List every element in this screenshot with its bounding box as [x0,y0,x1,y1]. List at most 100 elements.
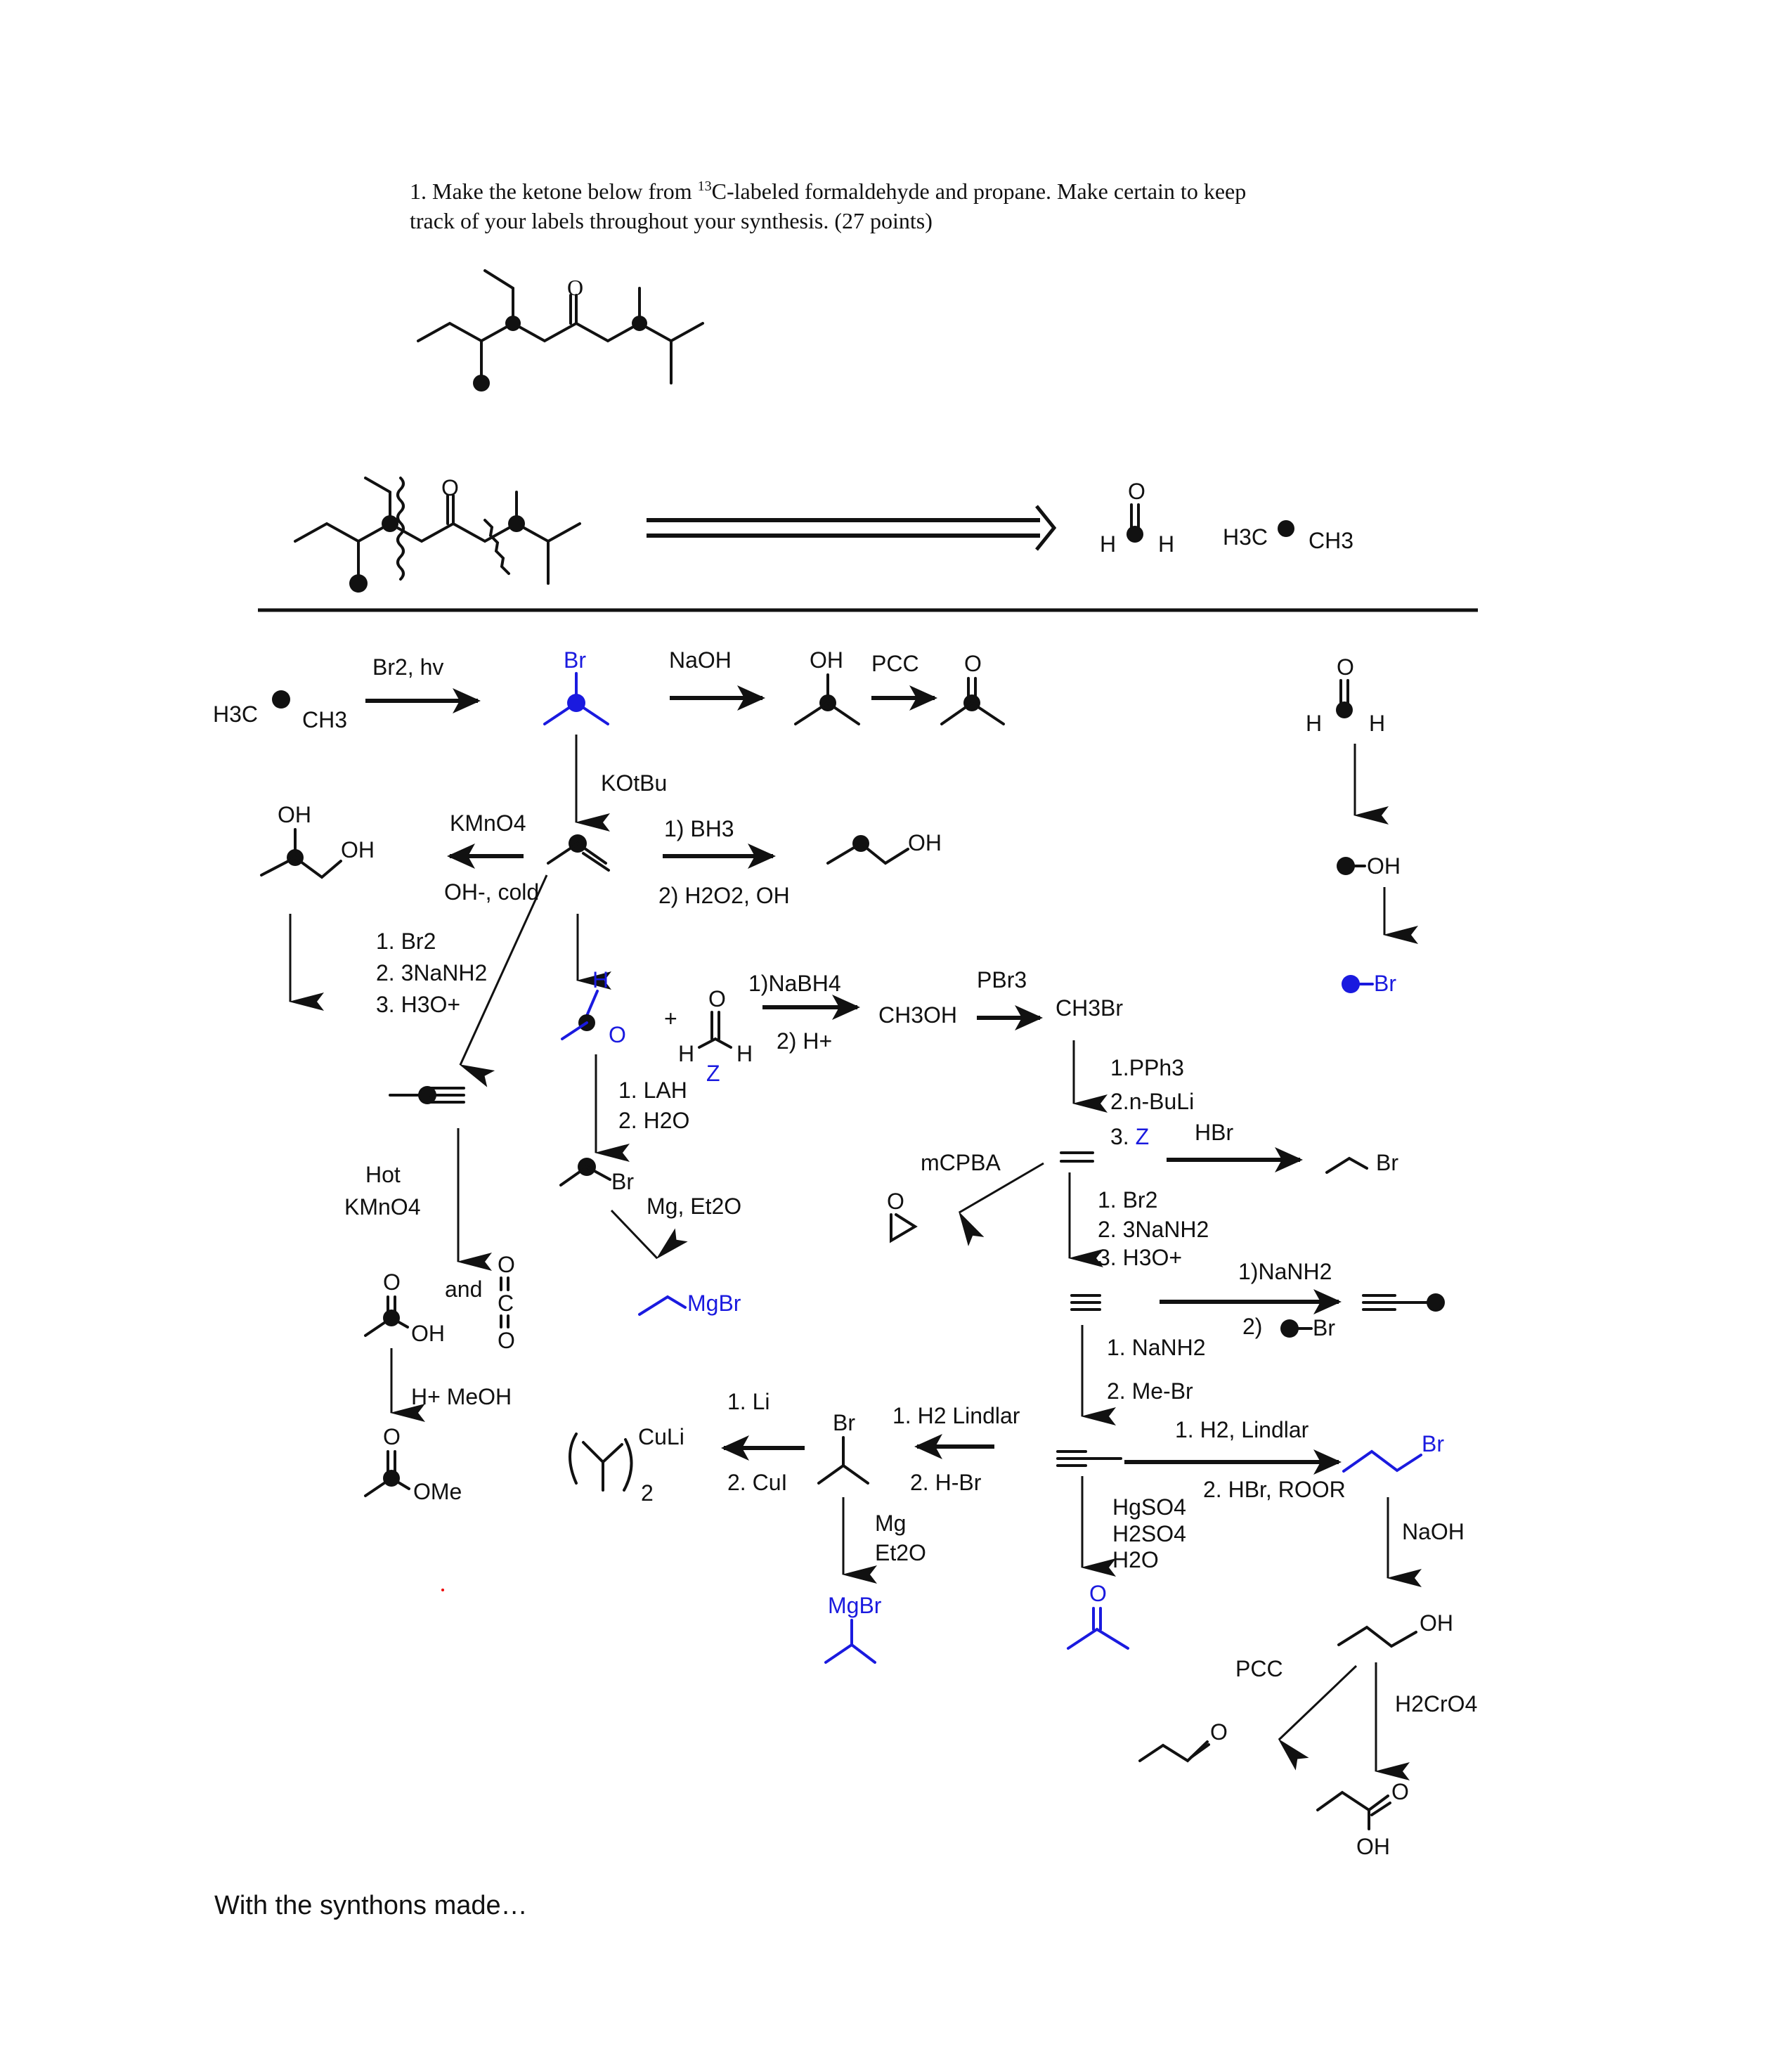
propanoic-acid: O OH [1316,1779,1409,1859]
reagent-kmno4: KMnO4 [450,810,526,836]
svg-text:O: O [964,651,982,676]
reagent-h2o2: 2) H2O2, OH [658,883,790,908]
reagent-kotbu: KOtBu [601,770,667,796]
svg-text:CH3: CH3 [302,707,347,732]
svg-text:O: O [1337,654,1354,680]
retro-target: O [294,475,581,593]
methanol: CH3OH [878,1002,957,1028]
svg-text:Br: Br [611,1169,634,1194]
reagent-h2o: 2. H2O [618,1108,689,1133]
svg-text:O: O [1210,1719,1228,1745]
reagent-nanh2-2: 1. NaNH2 [1107,1335,1206,1360]
reagent-li: 1. Li [727,1389,770,1414]
svg-text:CH3: CH3 [1309,528,1353,553]
reagent-lindlar-2: 1. H2, Lindlar [1175,1417,1309,1442]
svg-text:O: O [1089,1581,1107,1606]
svg-text:OH: OH [810,647,843,673]
reagent-pph3: 1.PPh3 [1110,1055,1184,1080]
arrow-grignard [610,1209,688,1260]
propanol: OH [1337,1610,1453,1648]
svg-text:O: O [498,1328,515,1353]
svg-text:O: O [383,1424,401,1449]
svg-text:O: O [609,1022,626,1047]
svg-text:H3C: H3C [1223,524,1268,550]
reagent-h-meoh: H+ MeOH [411,1384,512,1409]
svg-text:O: O [708,986,726,1011]
reagent-h-br: 2. H-Br [910,1470,982,1495]
propene [547,834,610,872]
plus-sign: + [664,1006,677,1031]
svg-text:O: O [498,1252,515,1277]
reagent-mg-et2o: Mg, Et2O [647,1194,741,1219]
svg-text:H: H [736,1041,753,1066]
reagent-kmno4-cond: OH-, cold [444,879,539,905]
svg-text:MgBr: MgBr [687,1291,741,1316]
isopropyl-bromide: Br [543,647,609,725]
retro-oxygen: O [441,475,459,500]
reagent-h2so4: H2SO4 [1112,1521,1186,1546]
svg-text:OH: OH [1367,853,1401,879]
formaldehyde-z: O H H Z [678,986,753,1086]
propanediol: OH OH [260,802,375,879]
svg-text:O: O [383,1269,401,1295]
isopropyl-grignard: MgBr [824,1593,882,1664]
disconnection-mark-1 [396,477,405,581]
reagent-h2-lindlar: 1. H2 Lindlar [892,1403,1020,1428]
text-and: and [445,1276,482,1302]
reagent-water: H2O [1112,1547,1159,1572]
reagent-hot: Hot [365,1162,401,1187]
ethyl-bromide: Br [1325,1150,1398,1175]
svg-text:C: C [498,1291,514,1316]
svg-text:2): 2) [1242,1314,1262,1339]
svg-text:H: H [678,1041,694,1066]
propanal: O [1138,1719,1228,1763]
gilman-reagent: CuLi 2 [569,1424,684,1506]
reagent-nabh4: 1)NaBH4 [748,971,841,996]
labeled-methanol: OH [1337,853,1401,879]
reagent-alkyne-1: 1. Br2 [376,929,436,954]
reagent-pcc: PCC [871,651,919,676]
reagent-mebr: 2. Me-Br [1107,1378,1193,1404]
reagent-mg: Mg [875,1511,906,1536]
acetaldehyde-labeled: H O [561,967,626,1047]
stray-dot [441,1589,444,1591]
retro-formaldehyde: O H H [1100,479,1174,557]
svg-text:Br: Br [564,647,586,673]
reagent-hbr-roor: 2. HBr, ROOR [1203,1477,1346,1502]
svg-text:OH: OH [1420,1610,1453,1636]
svg-text:Br: Br [1374,971,1396,996]
retro-propane: H3C CH3 [1223,520,1353,553]
isopropanol: OH [794,647,860,725]
svg-text:CuLi: CuLi [638,1424,684,1449]
reagent-alkyne-2: 2. 3NaNH2 [376,960,487,985]
reagent-z: 3. Z [1110,1124,1149,1149]
ethylene-oxide: O [887,1189,918,1243]
acetone-labeled: O [940,651,1005,725]
svg-text:H: H [1100,531,1116,557]
arrow-pcc-2 [1278,1664,1358,1771]
propyne [389,1086,465,1104]
svg-text:H: H [592,967,609,993]
retrosynthesis-arrow [647,505,1057,551]
target-oxygen: O [567,275,583,300]
svg-text:H: H [1369,711,1385,736]
carbon-dioxide: O C O [498,1252,515,1353]
arrow-mcpba [958,1162,1044,1247]
methyl-bromide: CH3Br [1056,995,1123,1021]
svg-text:MgBr: MgBr [828,1593,882,1618]
reagent-alkyne2-2: 2. 3NaNH2 [1098,1217,1209,1242]
reagent-bh3: 1) BH3 [664,816,734,841]
svg-text:OH: OH [1356,1834,1390,1859]
svg-text:H: H [1158,531,1174,557]
arrow-alkyne-formation [459,874,548,1087]
propyl-bromide: Br [1342,1431,1444,1473]
isobutyl-bromide: Br [559,1158,634,1194]
target-ketone: O [417,269,704,392]
reagent-pbr3: PBr3 [977,967,1027,993]
reagent-alkyne2-3: 3. H3O+ [1098,1245,1182,1270]
question-line-1: 1. Make the ketone below from 13C-labele… [410,179,1246,204]
svg-text:OH: OH [411,1321,445,1346]
reagent-h2cro4: H2CrO4 [1395,1691,1477,1716]
reagent-h-plus: 2) H+ [777,1028,832,1054]
